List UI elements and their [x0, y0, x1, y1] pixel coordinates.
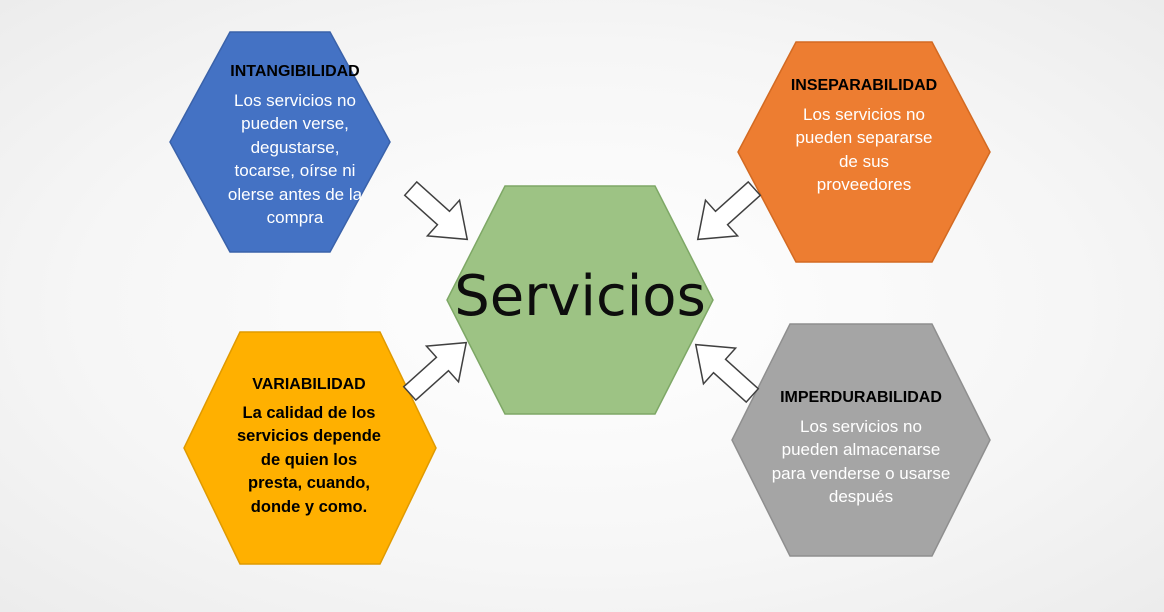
arrow-icon-from-intangibilidad: [403, 180, 469, 241]
arrow-icon-from-imperdurabilidad: [694, 343, 760, 404]
arrow-icon-from-variabilidad: [402, 341, 468, 402]
card-title: INSEPARABILIDAD: [790, 77, 938, 94]
card-title: INTANGIBILIDAD: [230, 63, 360, 80]
hexagon-intangibilidad: [169, 31, 391, 253]
hexagon-variabilidad: [183, 331, 437, 565]
arrow-icon-from-inseparabilidad: [696, 180, 762, 241]
hexagon-servicios: [446, 185, 714, 415]
hexagon-inseparabilidad: [737, 41, 991, 263]
hexagon-imperdurabilidad: [731, 323, 991, 557]
center-label: Servicios: [454, 264, 706, 329]
card-title: VARIABILIDAD: [252, 376, 366, 393]
card-title: IMPERDURABILIDAD: [780, 389, 942, 406]
